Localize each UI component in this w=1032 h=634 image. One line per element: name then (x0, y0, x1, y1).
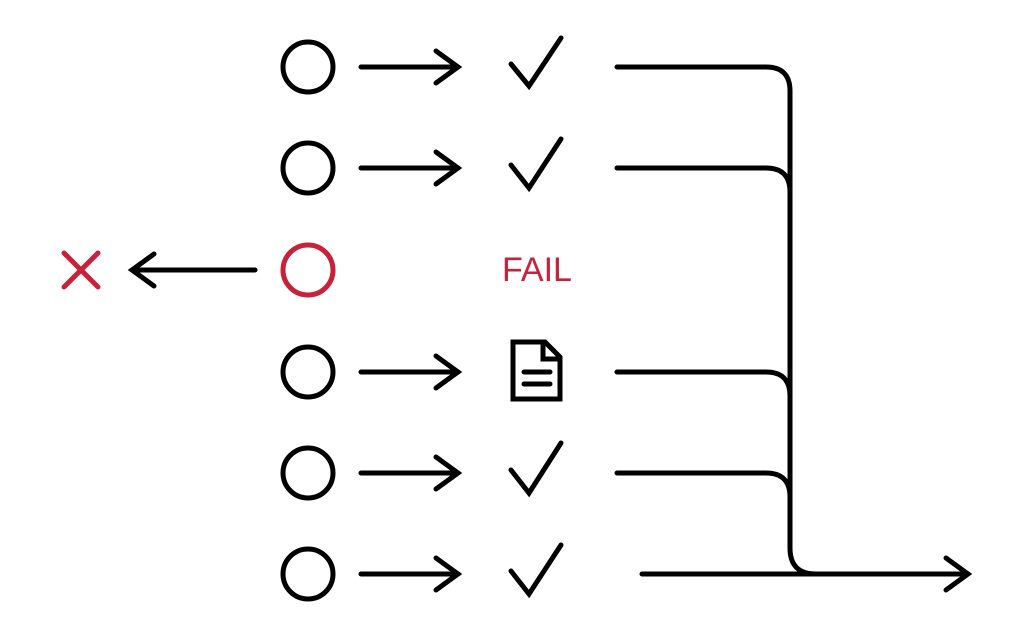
row-4 (280, 339, 793, 402)
arrow-right-icon (358, 353, 463, 391)
merge-line-4 (614, 369, 793, 399)
input-node-6 (280, 546, 336, 602)
arrow-right-icon (358, 555, 463, 593)
input-node-4 (280, 344, 336, 400)
checkmark-icon (508, 542, 564, 599)
fail-label: FAIL (502, 251, 572, 289)
row-2 (280, 136, 793, 196)
cross-icon (61, 250, 101, 290)
checkmark-icon (508, 136, 564, 193)
arrow-left-icon (127, 251, 258, 289)
merge-line-5 (614, 470, 793, 500)
arrow-right-icon (358, 454, 463, 492)
merge-line-2 (614, 165, 793, 195)
input-node-5 (280, 445, 336, 501)
checkmark-icon (508, 440, 564, 498)
document-icon (510, 339, 563, 402)
row-6 (280, 542, 564, 602)
row-3-fail: FAIL (61, 242, 572, 298)
arrow-right-icon (358, 149, 463, 187)
checkmark-icon (508, 35, 564, 91)
input-node-3-failed (280, 242, 336, 298)
input-node-1 (280, 39, 336, 95)
row-1 (280, 35, 793, 551)
input-node-2 (280, 140, 336, 196)
arrow-right-icon (358, 48, 463, 86)
row-5 (280, 440, 793, 501)
merged-output-arrow (639, 545, 973, 593)
merge-line-1 (614, 64, 793, 551)
